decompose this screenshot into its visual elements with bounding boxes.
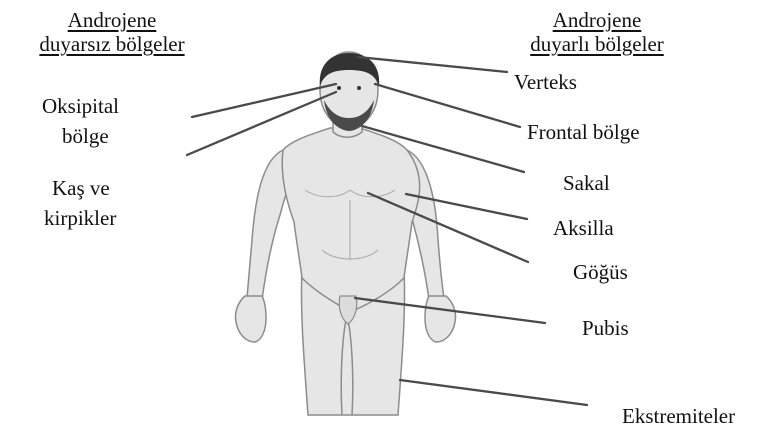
label-kas-line2: kirpikler xyxy=(44,206,116,230)
label-oksipital-line1: Oksipital xyxy=(42,94,119,118)
label-sakal: Sakal xyxy=(563,171,610,195)
right-eye xyxy=(357,86,361,90)
human-figure xyxy=(235,52,455,415)
label-kas-line1: Kaş ve xyxy=(52,176,110,200)
left-hand xyxy=(235,296,266,342)
heading-insensitive-line1: Androjene xyxy=(8,8,216,32)
label-ekstremiteler: Ekstremiteler xyxy=(622,404,735,428)
frontal-line xyxy=(375,84,520,127)
label-gogus: Göğüs xyxy=(573,260,628,284)
label-frontal: Frontal bölge xyxy=(527,120,640,144)
label-pubis: Pubis xyxy=(582,316,629,340)
right-hand xyxy=(425,296,456,342)
heading-sensitive-line2: duyarlı bölgeler xyxy=(500,32,694,56)
heading-sensitive: Androjene duyarlı bölgeler xyxy=(500,8,694,56)
heading-sensitive-line1: Androjene xyxy=(500,8,694,32)
label-aksilla: Aksilla xyxy=(553,216,614,240)
ekstremiteler-line xyxy=(400,380,587,405)
label-oksipital-line2: bölge xyxy=(62,124,109,148)
heading-insensitive: Androjene duyarsız bölgeler xyxy=(8,8,216,56)
label-verteks: Verteks xyxy=(514,70,577,94)
heading-insensitive-line2: duyarsız bölgeler xyxy=(8,32,216,56)
left-eye xyxy=(337,86,341,90)
verteks-line xyxy=(358,57,507,72)
